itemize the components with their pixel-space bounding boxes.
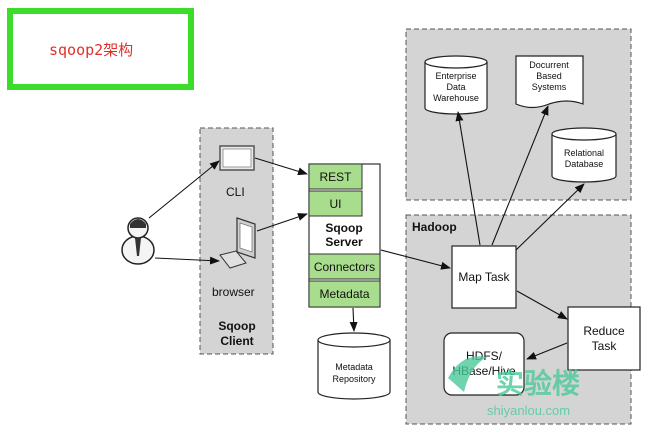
rest-box <box>308 163 363 190</box>
docs-label-line2: Based <box>536 71 562 81</box>
relational-database-cylinder <box>551 127 617 183</box>
rdb-label-line1: Relational <box>564 148 604 158</box>
arrow-server-to-map-task <box>380 249 451 270</box>
diagram-title: sqoop2架构 <box>49 41 133 59</box>
sqoop-server-label-line2: Server <box>325 235 363 249</box>
metadata-repository-label-line1: Metadata <box>335 362 373 372</box>
arrow-cli-to-rest <box>254 157 308 176</box>
watermark-chinese-text: 实验楼 <box>496 367 580 399</box>
docs-label-line3: Systems <box>532 82 567 92</box>
map-task-label: Map Task <box>458 270 510 284</box>
rdb-label-line2: Database <box>565 159 604 169</box>
arrow-reduce-task-to-hdfs <box>526 342 568 360</box>
connector-arrows <box>148 105 585 360</box>
arrow-map-task-to-reduce-task <box>516 290 568 320</box>
shiyanlou-logo-icon <box>448 356 487 392</box>
map-task-box <box>451 245 517 309</box>
sqoop-client-label-line1: Sqoop <box>218 319 255 333</box>
arrow-user-to-cli <box>148 160 220 219</box>
docs-label-line1: Docurrent <box>529 60 569 70</box>
edw-label-line2: Data <box>446 82 465 92</box>
browser-computer-icon <box>219 217 256 269</box>
metadata-repository-label-line2: Repository <box>332 374 376 384</box>
arrow-map-task-to-rdb <box>515 183 585 251</box>
arrow-map-task-to-docs <box>491 105 549 246</box>
user-icon <box>121 217 155 265</box>
reduce-task-box <box>567 306 641 371</box>
edw-label-line3: Warehouse <box>433 93 479 103</box>
watermark-url-text: shiyanlou.com <box>487 403 570 418</box>
document-based-systems-box <box>515 55 584 109</box>
sqoop-server-label-line1: Sqoop <box>325 221 362 235</box>
shiyanlou-watermark: 实验楼 shiyanlou.com <box>448 356 580 418</box>
title-box <box>7 8 194 90</box>
arrow-user-to-browser <box>154 256 220 265</box>
connectors-box <box>308 253 381 280</box>
arrow-server-to-repository <box>349 307 358 332</box>
edw-label-line1: Enterprise <box>435 71 476 81</box>
ui-label: UI <box>330 197 342 211</box>
ui-box <box>308 190 363 217</box>
metadata-repository-cylinder <box>317 332 391 400</box>
metadata-box <box>308 280 381 308</box>
reduce-task-label-line1: Reduce <box>583 324 625 338</box>
arrow-browser-to-ui <box>256 213 308 232</box>
rest-label: REST <box>319 170 352 184</box>
sqoop-client-label-line2: Client <box>220 334 253 348</box>
arrow-map-task-to-edw <box>455 111 481 246</box>
metadata-label: Metadata <box>319 287 369 301</box>
reduce-task-label-line2: Task <box>592 339 618 353</box>
connectors-label: Connectors <box>314 260 375 274</box>
browser-label: browser <box>212 285 255 299</box>
cli-monitor-icon <box>219 145 255 171</box>
cli-label: CLI <box>226 185 245 199</box>
hadoop-label: Hadoop <box>412 220 457 234</box>
